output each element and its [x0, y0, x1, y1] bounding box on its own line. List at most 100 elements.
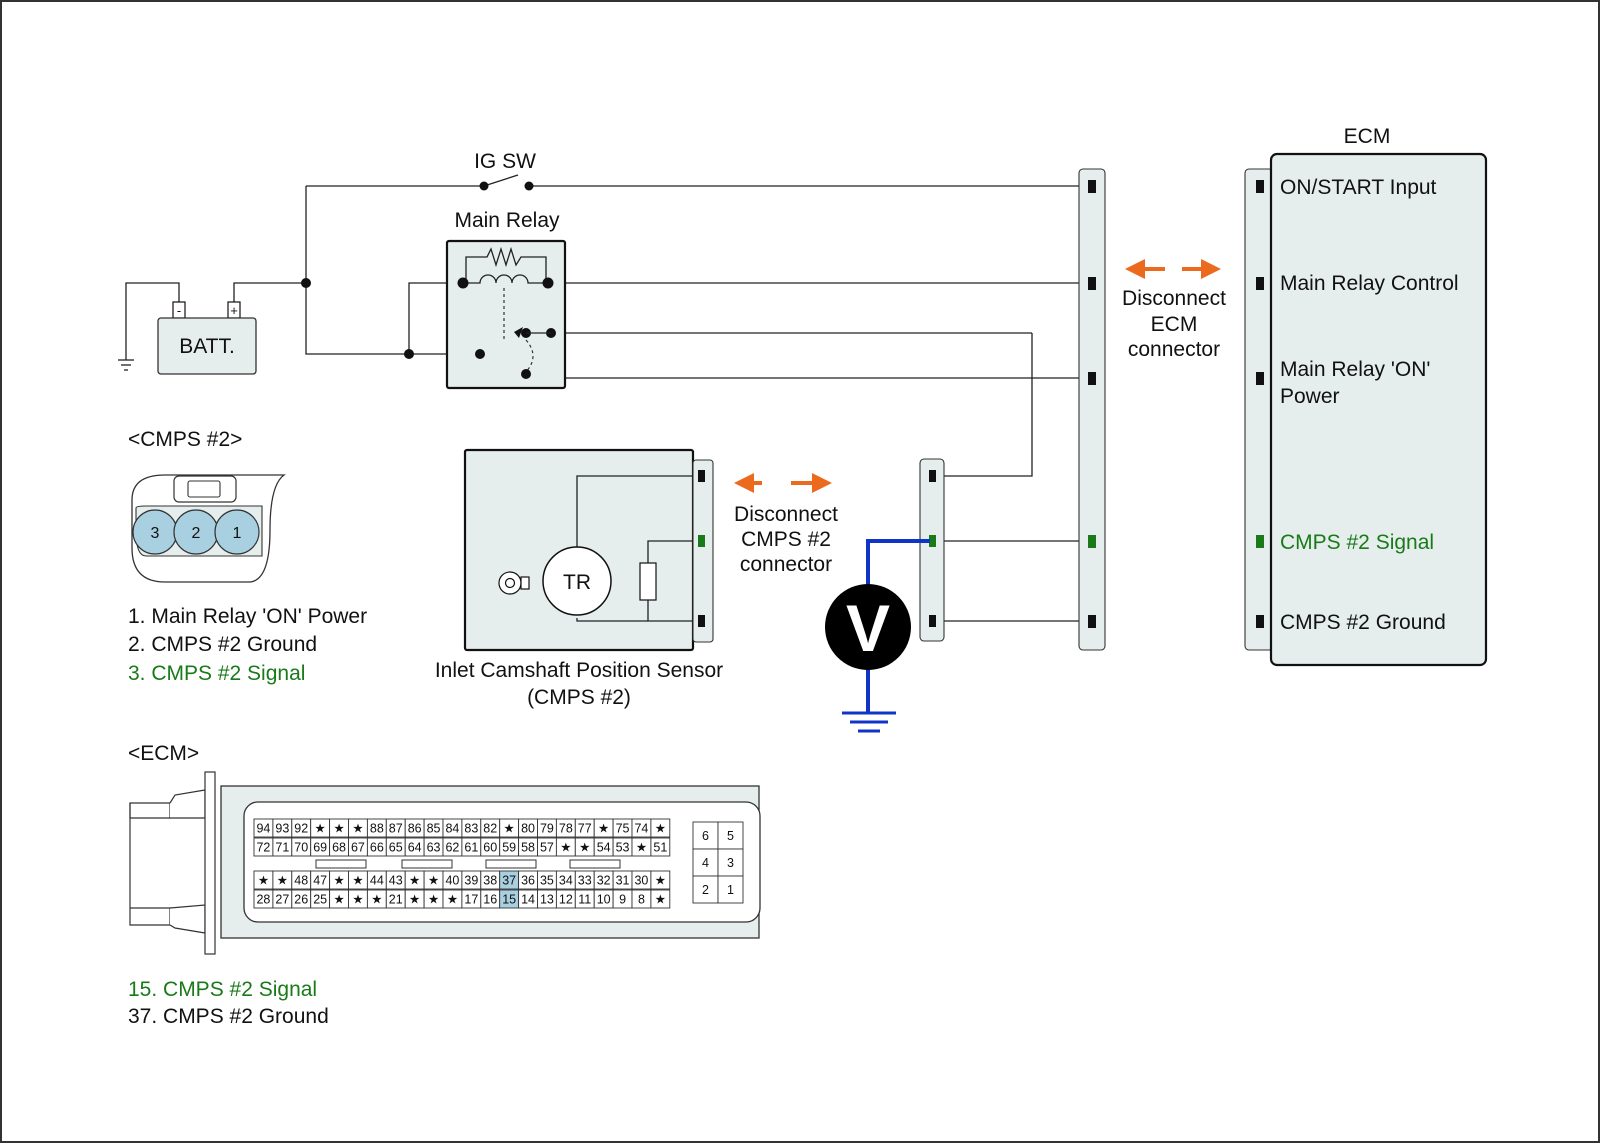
cmps-connector-title: <CMPS #2>	[128, 428, 242, 451]
ecm-side-pin-label: 4	[702, 856, 709, 870]
ecm-pin-label: 15	[502, 893, 516, 907]
ecm-pin-label: 61	[464, 841, 478, 855]
cmps-legend-1: 1. Main Relay 'ON' Power	[128, 605, 367, 628]
ecm-pin-label: 12	[559, 893, 573, 907]
ecm-pin-label: 88	[370, 822, 384, 836]
ecm-pin-label: 75	[616, 822, 630, 836]
ecm-pin-label: 72	[256, 841, 270, 855]
ecm-pin-label: 93	[275, 822, 289, 836]
ecm-pin-label: ★	[315, 822, 326, 836]
ecm-pin-label: 51	[653, 841, 667, 855]
battery-label: BATT.	[179, 335, 235, 358]
disconnect-cmps-line3: connector	[740, 553, 832, 576]
ecm-connector-title: <ECM>	[128, 742, 199, 765]
ecm-pin-label: 17	[464, 893, 478, 907]
ecm-side-pin-label: 2	[702, 883, 709, 897]
sensor-name: Inlet Camshaft Position Sensor	[435, 659, 723, 682]
ecm-pin-label: 43	[389, 874, 403, 888]
disconnect-cmps-line2: CMPS #2	[741, 528, 831, 551]
ecm-pin-label: ★	[655, 874, 666, 888]
cmps-pin-3-label: 3	[151, 525, 160, 542]
ecm-terminal-cmps-signal: CMPS #2 Signal	[1280, 531, 1434, 554]
ecm-pin-label: ★	[277, 874, 288, 888]
ecm-pin-label: 70	[294, 841, 308, 855]
ecm-pin-label: ★	[598, 822, 609, 836]
ecm-pin-label: ★	[428, 874, 439, 888]
main-relay-label: Main Relay	[454, 209, 560, 232]
ecm-pin-label: 84	[445, 822, 459, 836]
ecm-pin-label: ★	[352, 893, 363, 907]
ecm-pin-label: 47	[313, 874, 327, 888]
cmps-pin-1	[214, 509, 260, 555]
ecm-pin-cell	[650, 837, 671, 857]
ecm-pin-label: 14	[521, 893, 535, 907]
ecm-pin-label: 8	[638, 893, 645, 907]
ecm-side-pin-label: 1	[727, 883, 734, 897]
ecm-pin-label: 36	[521, 874, 535, 888]
ecm-pin-label: 39	[464, 874, 478, 888]
ecm-pin-label: 71	[275, 841, 289, 855]
ecm-pin-label: 40	[445, 874, 459, 888]
ecm-pin-label: ★	[371, 893, 382, 907]
ecm-pin-label: ★	[409, 893, 420, 907]
ecm-pin-label: 74	[634, 822, 648, 836]
ecm-terminal-main-relay-on-power-line2: Power	[1280, 385, 1340, 408]
ecm-pin-label: ★	[447, 893, 458, 907]
ecm-pin-label: 57	[540, 841, 554, 855]
ecm-pin-label: 53	[616, 841, 630, 855]
ecm-pin-label: 64	[408, 841, 422, 855]
cmps-sensor: TR Inlet Camshaft Position Sensor (CMPS …	[435, 448, 723, 709]
ecm-pin-label: 11	[578, 893, 591, 907]
cmps-pin-1-label: 1	[233, 525, 242, 542]
ecm-pin-label: 67	[351, 841, 365, 855]
ig-switch-label: IG SW	[474, 150, 536, 173]
ecm-pin-label: 33	[578, 874, 592, 888]
ecm-pin-label: 60	[483, 841, 497, 855]
ecm-pin-cell	[650, 818, 671, 838]
ecm-pin-label: ★	[428, 893, 439, 907]
transistor-label: TR	[563, 571, 591, 594]
sensor-subtitle: (CMPS #2)	[527, 686, 631, 709]
ecm-pin-label: 35	[540, 874, 554, 888]
ecm-pin-label: 54	[597, 841, 611, 855]
ecm-pin-label: ★	[504, 822, 515, 836]
ecm-harness-connector	[1078, 168, 1106, 651]
ecm-legend-37: 37. CMPS #2 Ground	[128, 1005, 329, 1028]
battery-plus-label: +	[230, 303, 238, 318]
ecm-pin-label: 85	[427, 822, 441, 836]
ecm-pin-label: 59	[502, 841, 516, 855]
voltmeter: V	[825, 539, 930, 733]
ecm-terminal-main-relay-control: Main Relay Control	[1280, 272, 1459, 295]
ecm-pin-label: 34	[559, 874, 573, 888]
ecm-pin-label: ★	[333, 822, 344, 836]
cmps-harness-connector	[919, 458, 945, 642]
ecm-pin-label: 80	[521, 822, 535, 836]
ecm-pin-label: 79	[540, 822, 554, 836]
ecm-pin-label: 77	[578, 822, 592, 836]
ecm-pin-label: ★	[655, 893, 666, 907]
ecm-pin-cell	[650, 889, 671, 909]
ecm-pin-label: 27	[275, 893, 289, 907]
ecm-pin-label: 37	[502, 874, 516, 888]
ecm-pin-label: ★	[258, 874, 269, 888]
ecm-pin-label: ★	[352, 874, 363, 888]
ecm-terminal-main-relay-on-power: Main Relay 'ON'	[1280, 358, 1430, 381]
disconnect-cmps-callout: Disconnect CMPS #2 connector	[734, 473, 838, 576]
ecm-title: ECM	[1344, 125, 1391, 148]
ecm-pin-label: 30	[634, 874, 648, 888]
ecm-pin-label: ★	[579, 841, 590, 855]
cmps-legend-2: 2. CMPS #2 Ground	[128, 633, 317, 656]
disconnect-ecm-callout: Disconnect ECM connector	[1122, 259, 1226, 361]
ecm-side-pin-label: 6	[702, 829, 709, 843]
ecm-pin-label: 83	[464, 822, 478, 836]
ecm-pin-cell	[650, 870, 671, 890]
ecm-side-pin-cell	[717, 848, 744, 877]
ecm-pin-label: 10	[597, 893, 611, 907]
ecm-pin-label: ★	[352, 822, 363, 836]
ecm-pin-label: 9	[619, 893, 626, 907]
